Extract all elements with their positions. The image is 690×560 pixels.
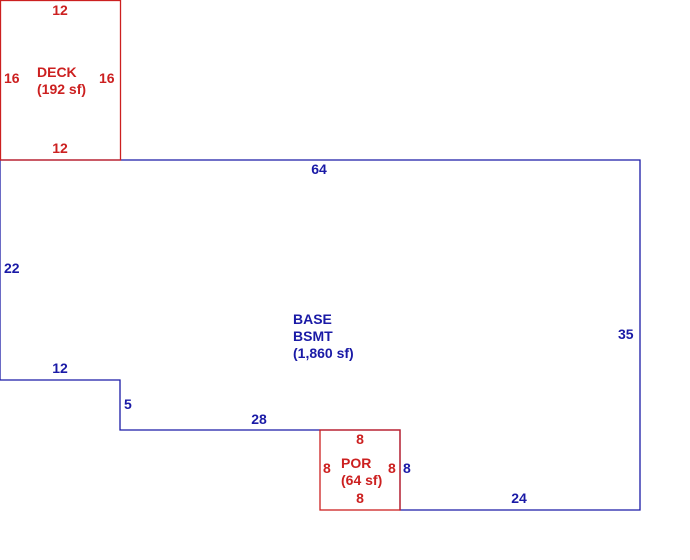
por-dim-left: 8: [323, 460, 331, 476]
base-dim-right: 35: [618, 326, 634, 342]
base-area: (1,860 sf): [293, 345, 354, 361]
base-title: BASE: [293, 311, 332, 327]
por-dim-bottom: 8: [356, 490, 364, 506]
deck-dim-right: 16: [99, 70, 115, 86]
base-dim-top: 64: [311, 161, 327, 177]
por-dim-top: 8: [356, 431, 364, 447]
base-dim-step-top: 12: [52, 360, 68, 376]
base-subtitle: BSMT: [293, 328, 333, 344]
deck-dim-left: 16: [4, 70, 20, 86]
por-title: POR: [341, 455, 371, 471]
base-dim-mid: 28: [251, 411, 267, 427]
base-dim-por-side: 8: [403, 460, 411, 476]
deck-area: (192 sf): [37, 81, 86, 97]
base-dim-left: 22: [4, 260, 20, 276]
por-dim-right: 8: [388, 460, 396, 476]
base-dim-bottom: 24: [511, 490, 527, 506]
deck-dim-bottom: 12: [52, 140, 68, 156]
base-dim-step-side: 5: [124, 396, 132, 412]
por-outline: [319, 429, 401, 511]
por-area: (64 sf): [341, 472, 382, 488]
deck-title: DECK: [37, 64, 77, 80]
deck-outline: [0, 0, 122, 161]
deck-dim-top: 12: [52, 2, 68, 18]
